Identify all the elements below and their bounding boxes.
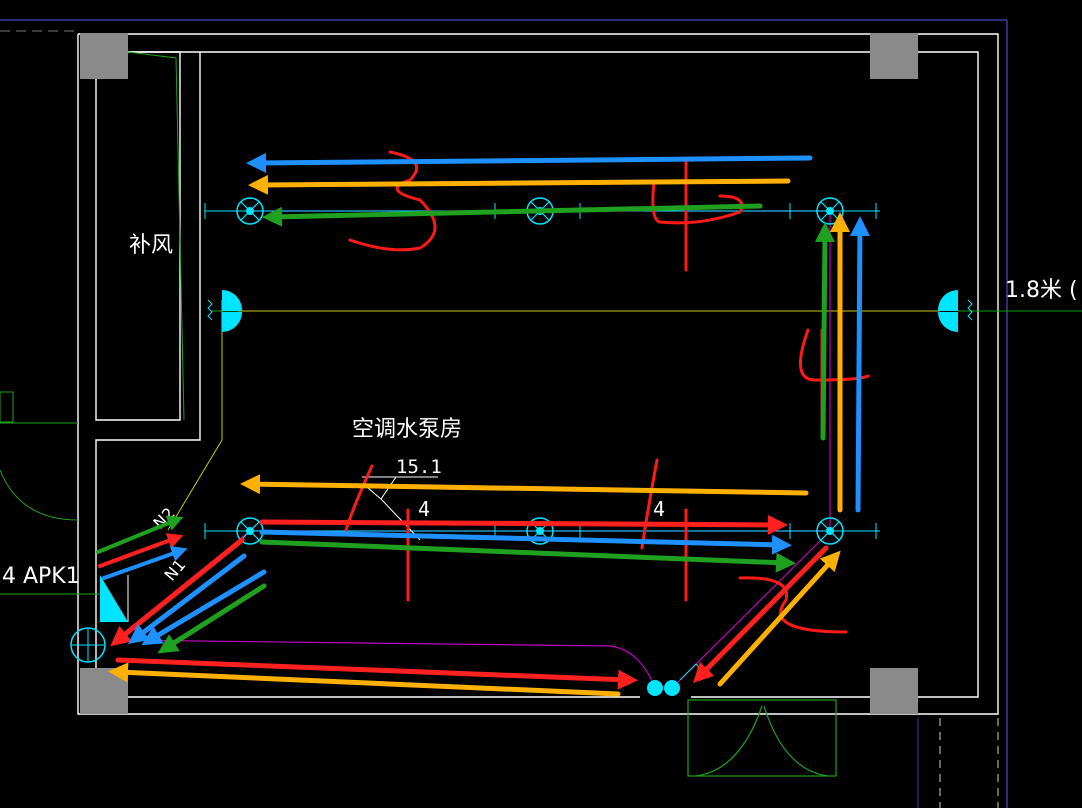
wall-lamp-icon	[207, 290, 242, 332]
dimension-left: 4	[418, 497, 430, 521]
wire-tag-bottom: N1	[161, 555, 190, 584]
magenta-cables	[113, 210, 831, 689]
fresh-air-room-label: 补风	[129, 233, 173, 258]
distribution-panel-icon	[100, 575, 129, 622]
wall-lamp-icon	[938, 290, 973, 332]
handwritten-notes	[344, 150, 870, 634]
door	[687, 699, 837, 777]
junction-box-icon	[70, 627, 106, 663]
panel-label: 4 APK1	[2, 564, 80, 589]
elevation-value: 15.1	[396, 456, 442, 478]
columns	[80, 33, 918, 714]
pump-room-label: 空调水泵房	[352, 417, 462, 442]
height-note: 1.8米 (	[1005, 278, 1078, 303]
path-arrows	[96, 152, 870, 697]
floor-outlet-icon	[647, 663, 705, 696]
left-swing	[0, 51, 185, 595]
dimension-right: 4	[653, 497, 665, 521]
ceiling-lamp-icon	[816, 517, 844, 545]
frame-lines	[0, 19, 1008, 808]
